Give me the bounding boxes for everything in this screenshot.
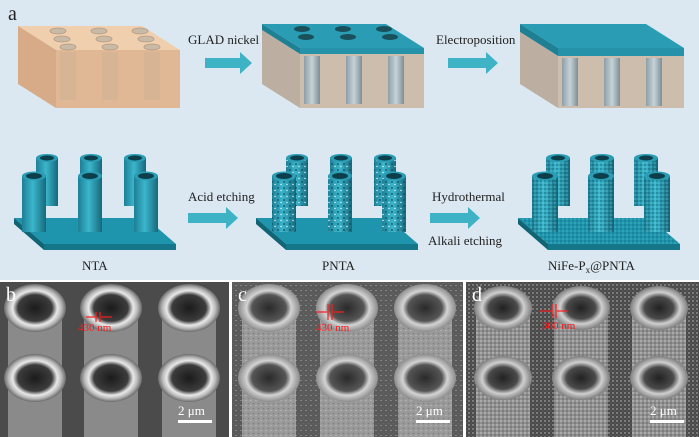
- sem-panel-c: c 430 nm 2 μm: [232, 282, 463, 437]
- wall-thickness-label-c: 430 nm: [316, 322, 350, 334]
- scale-bar-b: [178, 420, 212, 423]
- scale-label-b: 2 μm: [178, 403, 205, 418]
- label-pnta: PNTA: [322, 258, 356, 273]
- scale-label-c: 2 μm: [416, 403, 443, 418]
- sem-panel-d: d 300 nm 2 μm: [466, 282, 699, 437]
- sem-image-d: [466, 282, 699, 437]
- pnta-array: [256, 154, 418, 250]
- arrow-electrodeposition: [448, 52, 498, 74]
- scale-bar-c: [416, 420, 450, 423]
- sem-image-c: [232, 282, 463, 437]
- sem-panel-b: b 430 nm 2 μm: [0, 282, 229, 437]
- label-nta: NTA: [82, 258, 108, 273]
- template-block: [18, 26, 180, 108]
- glad-coated-block: [262, 24, 424, 108]
- schematic-drawing: a GLAD nickel: [8, 3, 684, 275]
- scale-label-d: 2 μm: [650, 403, 677, 418]
- scale-bar-d: [650, 420, 684, 423]
- wall-thickness-label-d: 300 nm: [542, 320, 576, 332]
- step-label-acid-etching: Acid etching: [188, 189, 255, 204]
- electrodeposited-block: [520, 24, 684, 108]
- sem-image-b: [0, 282, 229, 437]
- nta-array: [14, 154, 176, 250]
- nifep-pnta-array: [518, 154, 680, 250]
- panel-letter-c: c: [238, 284, 247, 306]
- step-label-glad: GLAD nickel: [188, 32, 260, 47]
- label-nifep-pnta: NiFe-Px@PNTA: [548, 258, 636, 275]
- panel-letter-a: a: [8, 3, 17, 25]
- panel-letter-b: b: [6, 284, 16, 306]
- arrow-hydrothermal: [430, 207, 480, 229]
- arrow-glad: [205, 52, 252, 74]
- schematic-panel-a: a GLAD nickel: [0, 0, 699, 280]
- step-label-electrodeposition: Electroposition: [436, 32, 516, 47]
- arrow-acid-etching: [188, 207, 238, 229]
- step-label-alkali-etching: Alkali etching: [428, 233, 503, 248]
- step-label-hydrothermal: Hydrothermal: [432, 189, 505, 204]
- panel-letter-d: d: [472, 284, 482, 306]
- wall-thickness-label-b: 430 nm: [78, 322, 112, 334]
